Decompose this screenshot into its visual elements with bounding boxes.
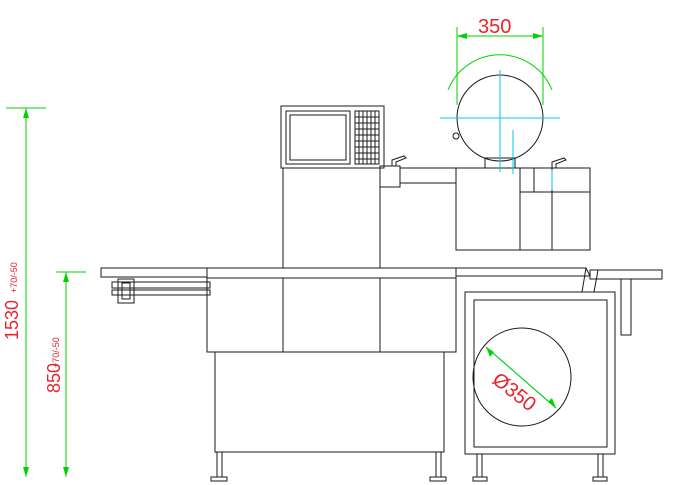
outfeed-conveyor xyxy=(456,267,663,336)
dimension-labels: 350 1530 +70/-50 850 +70/-50 Ø350 xyxy=(2,16,540,416)
conveyor-height-label: 850 xyxy=(44,363,64,393)
center-lines xyxy=(440,70,560,409)
drum-assembly xyxy=(452,74,544,169)
drum-width-label: 350 xyxy=(478,16,511,38)
applicator-head xyxy=(455,157,591,251)
roll-diameter-label: Ø350 xyxy=(488,369,540,416)
total-height-label: 1530 xyxy=(2,300,22,340)
infeed-conveyor xyxy=(100,267,211,304)
total-height-tolerance: +70/-50 xyxy=(9,262,19,293)
transfer-arm xyxy=(379,155,457,188)
roll-stand xyxy=(464,291,616,482)
dimension-lines xyxy=(6,27,557,477)
main-conveyor xyxy=(206,267,457,353)
control-cabinet xyxy=(280,105,385,269)
keypad xyxy=(354,110,380,165)
base-frame xyxy=(210,351,447,482)
conveyor-height-tolerance: +70/-50 xyxy=(51,337,61,368)
machine-outline xyxy=(100,74,663,482)
